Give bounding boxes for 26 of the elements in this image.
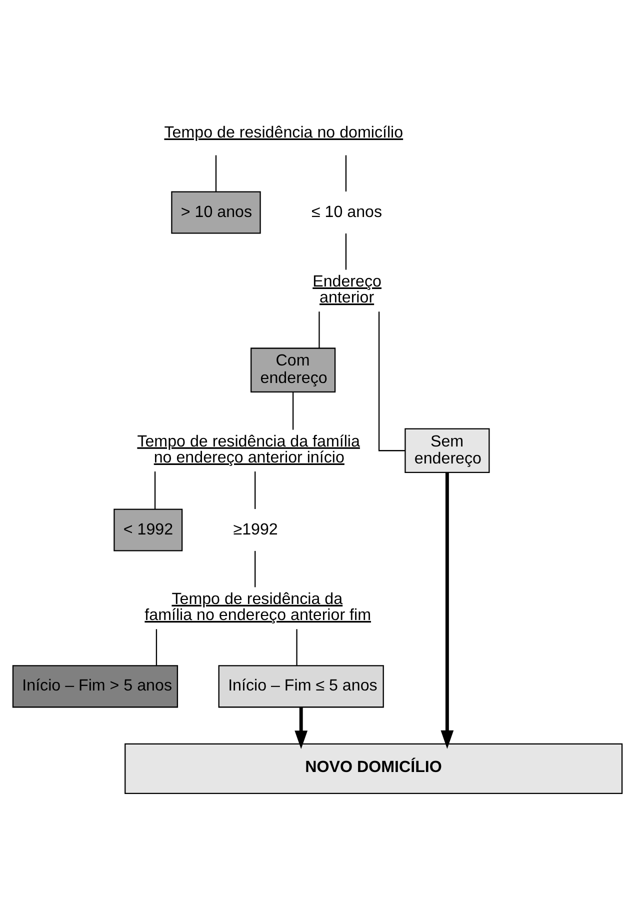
connector bbox=[292, 392, 294, 430]
connector bbox=[156, 628, 158, 665]
arrow bbox=[440, 472, 454, 748]
node-box: Início – Fim ≤ 5 anos bbox=[218, 664, 384, 708]
node-box: Com endereço bbox=[250, 347, 336, 392]
connector bbox=[154, 470, 156, 508]
node-box: > 10 anos bbox=[171, 190, 261, 234]
node-box: NOVO DOMICÍLIO bbox=[124, 742, 623, 794]
connector bbox=[254, 470, 256, 508]
connector bbox=[345, 232, 347, 270]
connector bbox=[296, 628, 298, 665]
node-text: Tempo de residência no domicílio bbox=[164, 122, 404, 141]
node-text: ≤ 10 anos bbox=[311, 202, 382, 220]
node-text: Tempo de residência da família no endereço anterior fim bbox=[144, 589, 372, 624]
connector bbox=[254, 550, 256, 587]
connector bbox=[215, 154, 217, 191]
node-box: < 1992 bbox=[114, 508, 183, 551]
connector bbox=[378, 311, 406, 451]
node-box: Início – Fim > 5 anos bbox=[12, 664, 178, 708]
connector bbox=[318, 311, 320, 348]
node-text: ≥1992 bbox=[233, 520, 278, 538]
arrow bbox=[294, 706, 308, 749]
node-box: Sem endereço bbox=[404, 428, 490, 473]
node-text: Endereço anterior bbox=[312, 272, 382, 306]
connector bbox=[345, 154, 347, 191]
node-text: Tempo de residência da família no endereço anterior início bbox=[137, 432, 360, 466]
